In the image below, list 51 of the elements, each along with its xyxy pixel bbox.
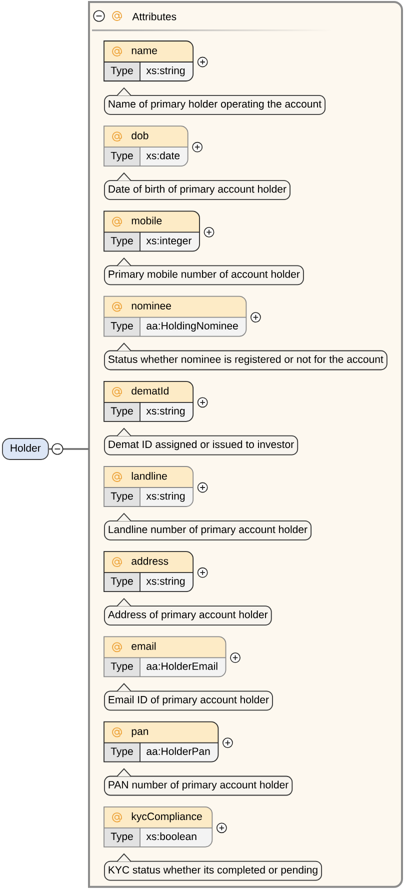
type-label-cell: Type bbox=[104, 658, 140, 677]
annotation-bubble: KYC status whether its completed or pending bbox=[104, 853, 322, 881]
type-label-cell: Type bbox=[104, 232, 140, 252]
attribute-name-cell: landline bbox=[104, 466, 194, 488]
annotation-bubble: Status whether nominee is registered or not for the account bbox=[104, 342, 388, 370]
type-value-cell: xs:integer bbox=[140, 232, 200, 252]
attribute-box bbox=[104, 806, 213, 848]
annotation-bubble: Landline number of primary account holder bbox=[104, 512, 312, 540]
attribute-box bbox=[104, 40, 194, 82]
annotation-bubble: Primary mobile number of account holder bbox=[104, 258, 304, 286]
type-label-cell: Type bbox=[104, 402, 140, 422]
attribute-box bbox=[104, 380, 194, 422]
attribute-name-cell: email bbox=[104, 636, 226, 658]
annotation-bubble: Demat ID assigned or issued to investor bbox=[104, 428, 298, 456]
attribute-box bbox=[104, 210, 200, 252]
type-label-cell: Type bbox=[104, 828, 140, 847]
attribute-name-cell: mobile bbox=[104, 211, 200, 232]
annotation-bubble: PAN number of primary account holder bbox=[104, 768, 293, 796]
type-label-cell: Type bbox=[104, 488, 140, 506]
type-value-cell: aa:HolderPan bbox=[140, 742, 218, 762]
annotation-bubble: Email ID of primary account holder bbox=[104, 683, 273, 711]
attribute-box bbox=[104, 551, 194, 592]
type-value-cell: xs:string bbox=[140, 402, 194, 422]
attribute-name-cell: kycCompliance bbox=[104, 806, 212, 828]
attribute-box bbox=[104, 721, 219, 762]
attribute-box bbox=[104, 296, 247, 337]
type-label-cell: Type bbox=[104, 147, 140, 166]
type-label-cell: Type bbox=[104, 317, 140, 336]
type-value-cell: xs:string bbox=[140, 62, 194, 81]
attribute-name-cell: dob bbox=[104, 126, 188, 148]
type-label-cell: Type bbox=[104, 742, 140, 762]
attribute-name-cell: nominee bbox=[104, 296, 246, 318]
attribute-name-cell: pan bbox=[104, 722, 218, 743]
attribute-box bbox=[104, 466, 194, 507]
type-value-cell: xs:date bbox=[140, 147, 188, 166]
attribute-name-cell: name bbox=[104, 41, 194, 62]
type-label-cell: Type bbox=[104, 572, 140, 592]
annotation-bubble: Name of primary holder operating the account bbox=[104, 87, 326, 115]
element-box: Holder bbox=[2, 438, 49, 460]
type-value-cell: aa:HoldingNominee bbox=[140, 317, 246, 336]
type-label-cell: Type bbox=[104, 62, 140, 81]
type-value-cell: xs:string bbox=[140, 572, 194, 592]
type-value-cell: xs:string bbox=[140, 488, 194, 506]
annotation-bubble: Address of primary account holder bbox=[104, 598, 272, 626]
type-value-cell: xs:boolean bbox=[140, 828, 212, 847]
attribute-name-cell: dematId bbox=[104, 381, 194, 402]
attribute-name-cell: address bbox=[104, 552, 194, 573]
type-value-cell: aa:HolderEmail bbox=[140, 658, 226, 677]
attribute-box bbox=[104, 636, 226, 678]
annotation-bubble: Date of birth of primary account holder bbox=[104, 172, 290, 200]
attribute-box bbox=[104, 126, 188, 167]
